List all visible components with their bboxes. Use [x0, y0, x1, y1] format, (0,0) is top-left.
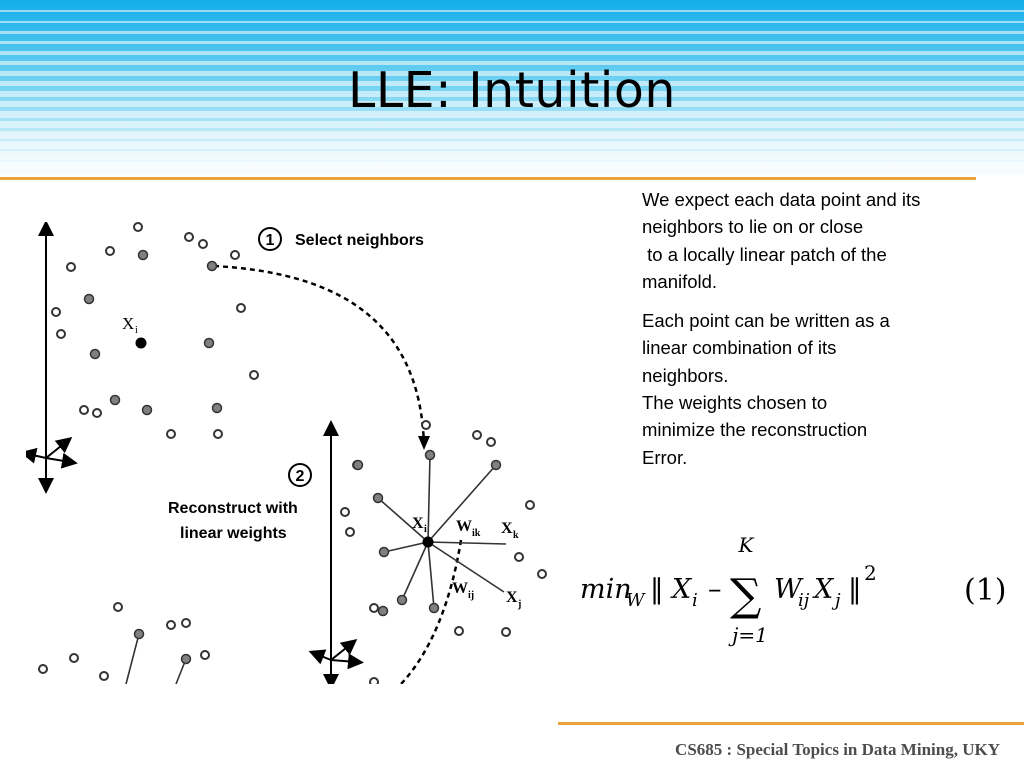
eq-xj: X — [812, 574, 835, 605]
eq-number: (1) — [964, 573, 1007, 608]
reconstruction-lines — [377, 454, 507, 609]
label-xi-top: X i — [122, 314, 138, 336]
eq-sum-lower: j=1 — [728, 623, 768, 647]
eq-xi-sub: i — [692, 590, 698, 611]
label-xj: X j — [506, 589, 521, 610]
step1-badge: 1 — [258, 227, 282, 251]
svg-text:X: X — [501, 520, 513, 537]
eq-power: 2 — [864, 561, 877, 585]
paragraph-2: Each point can be written as a linear co… — [642, 307, 1014, 471]
eq-norm-close: ‖ — [848, 574, 862, 605]
lle-cost-equation: min W ‖ X i – K ∑ j=1 W ij X j ‖ 2 (1) — [580, 533, 1007, 647]
eq-sum-upper: K — [738, 533, 755, 557]
header-stripes — [0, 0, 1024, 178]
svg-text:ik: ik — [472, 528, 481, 539]
slide-title: LLE: Intuition — [348, 62, 676, 119]
label-xk: X k — [501, 520, 519, 541]
lle-figure: 1 Select neighbors 2 Reconstruct with li… — [26, 222, 548, 684]
text-line: neighbors. — [642, 364, 729, 386]
eq-xj-sub: j — [831, 590, 841, 611]
label-xi: X i — [412, 515, 427, 535]
step2-number: 2 — [296, 468, 305, 485]
eq-w: W — [774, 574, 804, 605]
text-line: The weights chosen to — [642, 392, 828, 414]
svg-text:j: j — [517, 599, 521, 610]
eq-minus: – — [708, 574, 722, 605]
label-wij: W ij — [452, 580, 474, 601]
text-line: linear combination of its — [642, 337, 837, 359]
svg-text:W: W — [452, 580, 468, 597]
eq-sum: ∑ — [730, 570, 761, 621]
label-wik: W ik — [456, 518, 481, 539]
step2-badge: 2 — [288, 463, 312, 487]
text-line: Error. — [642, 446, 688, 468]
svg-text:i: i — [135, 325, 138, 336]
bottom-divider — [558, 722, 1024, 725]
data-points-neighbors — [83, 249, 502, 665]
svg-text:ij: ij — [468, 590, 474, 601]
step2-label-line1: Reconstruct with — [168, 500, 298, 517]
point-xi-reconstructed — [422, 536, 434, 548]
eq-xi: X — [670, 574, 693, 605]
svg-text:k: k — [513, 530, 519, 541]
paragraph-1: We expect each data point and its neighb… — [642, 186, 1014, 295]
step2-label-line2: linear weights — [180, 525, 287, 542]
axes-icon-top — [26, 222, 78, 494]
axes-icon-bottom — [308, 420, 364, 684]
text-line: to a locally linear patch of the — [642, 243, 887, 265]
text-line: minimize the reconstruction — [642, 419, 868, 441]
svg-text:X: X — [122, 314, 134, 333]
data-points-open — [38, 222, 547, 684]
svg-text:W: W — [456, 518, 472, 535]
neighbor-selection-arrow — [213, 264, 426, 448]
step1-label: Select neighbors — [295, 232, 424, 249]
header-band: LLE: Intuition — [0, 0, 1024, 178]
top-divider — [0, 177, 976, 180]
text-line: We expect each data point and its — [642, 189, 921, 210]
point-xi-top — [135, 337, 147, 349]
svg-text:X: X — [506, 589, 518, 606]
eq-w-sub: ij — [798, 590, 810, 611]
eq-norm-open: ‖ — [650, 574, 664, 605]
footer-course-label: CS685 : Special Topics in Data Mining, U… — [675, 740, 1000, 759]
svg-text:X: X — [412, 515, 424, 532]
text-line: neighbors to lie on or close — [642, 216, 864, 238]
svg-text:i: i — [424, 524, 427, 535]
eq-min: min — [580, 574, 632, 605]
text-line: Each point can be written as a — [642, 310, 890, 332]
explanation-text: We expect each data point and its neighb… — [642, 186, 1014, 483]
eq-min-sub: W — [626, 590, 646, 611]
text-line: manifold. — [642, 270, 718, 292]
step1-number: 1 — [266, 232, 275, 249]
